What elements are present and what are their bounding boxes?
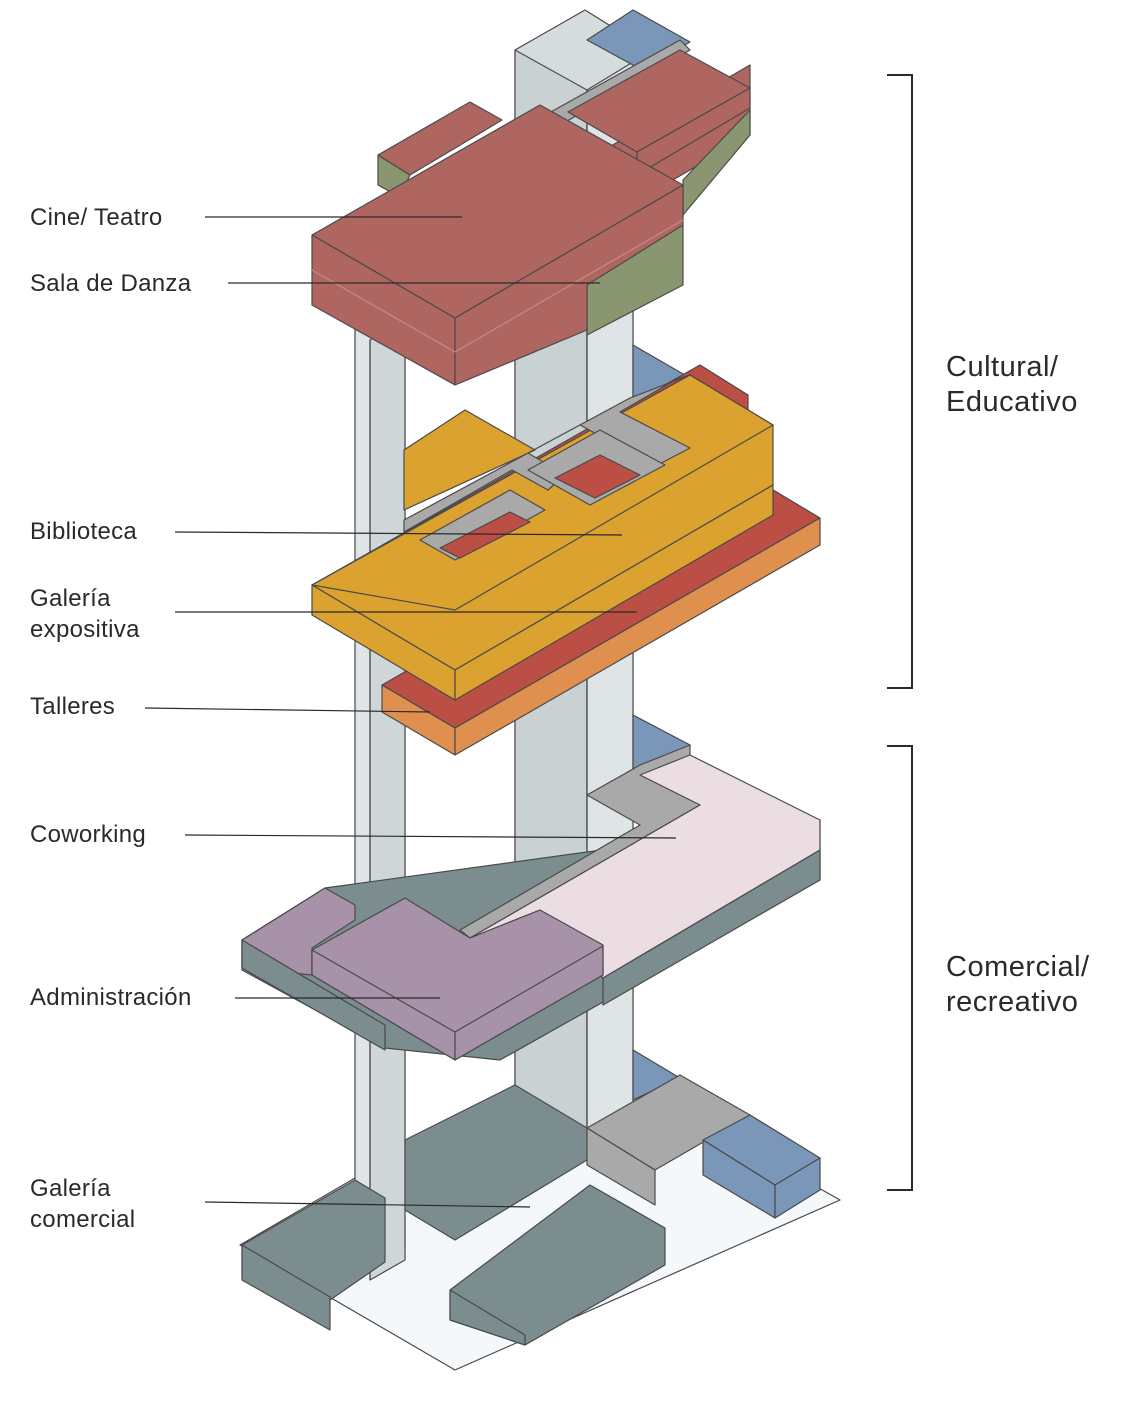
block-galeria-comercial (241, 1084, 666, 1346)
block-biblioteca (311, 374, 774, 701)
core-left (354, 304, 406, 1281)
block-cine-teatro (311, 104, 684, 386)
bracket-cultural (887, 74, 913, 689)
leader-biblioteca (174, 531, 623, 536)
label-galeria-expositiva: Galería expositiva (30, 583, 140, 645)
label-galeria-expositiva-line2: expositiva (30, 616, 140, 643)
leader-talleres (144, 707, 431, 713)
leader-galeria-comercial (204, 1201, 531, 1208)
group-label-cultural-line1: Cultural/ (946, 351, 1059, 383)
label-talleres: Talleres (30, 693, 116, 720)
group-label-comercial-line2: recreativo (946, 986, 1079, 1018)
group-label-cultural: Cultural/ Educativo (946, 350, 1078, 420)
label-galeria-comercial: Galería comercial (30, 1173, 135, 1235)
block-teatro-back (377, 49, 751, 176)
leader-coworking (184, 834, 677, 839)
label-galeria-comercial-line2: comercial (30, 1206, 136, 1233)
block-administracion (241, 887, 604, 1061)
label-sala-danza: Sala de Danza (30, 270, 192, 297)
label-biblioteca: Biblioteca (30, 518, 138, 545)
label-cine-teatro: Cine/ Teatro (30, 204, 163, 231)
label-administracion: Administración (30, 984, 192, 1011)
label-galeria-expositiva-line1: Galería (30, 585, 111, 612)
bracket-comercial (887, 745, 913, 1191)
group-label-comercial: Comercial/ recreativo (946, 950, 1090, 1020)
group-label-cultural-line2: Educativo (946, 386, 1078, 418)
label-galeria-comercial-line1: Galería (30, 1175, 111, 1202)
block-servicios-ground (586, 1074, 821, 1219)
group-label-comercial-line1: Comercial/ (946, 951, 1090, 983)
label-coworking: Coworking (30, 821, 147, 848)
